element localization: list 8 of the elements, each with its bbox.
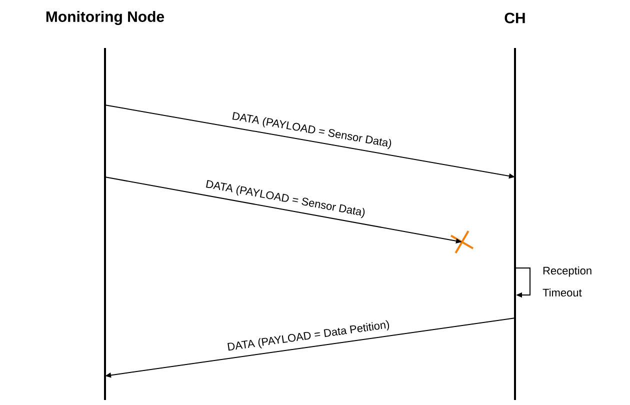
edge-label: DATA (PAYLOAD = Sensor Data) <box>232 112 392 150</box>
edge-label: DATA (PAYLOAD = Sensor Data) <box>206 180 365 218</box>
self-arrow <box>516 268 530 298</box>
edge-label: DATA (PAYLOAD = Data Petition) <box>228 320 390 351</box>
edge-label: Reception Timeout <box>542 266 592 297</box>
lost-message-cross <box>450 230 474 254</box>
lifeline-heading: CH <box>504 12 525 24</box>
lifeline-heading: Monitoring Node <box>46 10 164 26</box>
